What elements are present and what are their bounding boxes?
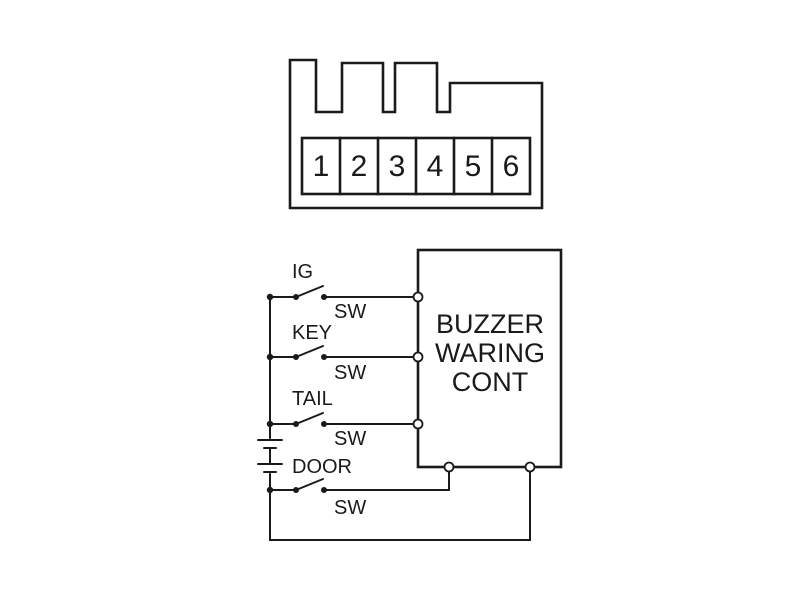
switch-contact — [293, 354, 299, 360]
tail-switch — [266, 412, 424, 430]
junction-node — [266, 420, 274, 428]
connector-pin-3: 3 — [389, 150, 406, 183]
switch-contact — [293, 487, 299, 493]
key-switch-suffix: SW — [334, 362, 366, 384]
junction-node — [266, 486, 274, 494]
junction-node — [266, 293, 274, 301]
switch-contact — [321, 294, 327, 300]
door-switch — [266, 461, 455, 494]
ig-switch — [266, 285, 424, 303]
connector-pin-1: 1 — [313, 150, 330, 183]
ig-switch-label: IG — [292, 261, 313, 283]
switch-contact — [321, 487, 327, 493]
junction-node — [266, 353, 274, 361]
controller-label-line-2: WARING — [435, 338, 545, 368]
switch-contact — [321, 354, 327, 360]
key-switch-label: KEY — [292, 322, 332, 344]
controller-terminal — [412, 291, 424, 303]
door-switch-label: DOOR — [292, 456, 352, 478]
connector-pin-4: 4 — [427, 150, 444, 183]
tail-switch-suffix: SW — [334, 428, 366, 450]
controller-terminal — [412, 418, 424, 430]
switch-contact — [293, 421, 299, 427]
switch-labels: IG SW KEY SW TAIL SW DOOR SW — [292, 261, 366, 519]
controller-label-line-1: BUZZER — [436, 309, 544, 339]
connector-pin-6: 6 — [503, 150, 520, 183]
ig-switch-suffix: SW — [334, 301, 366, 323]
battery-symbol — [257, 439, 283, 473]
switch-contact — [293, 294, 299, 300]
door-switch-suffix: SW — [334, 497, 366, 519]
connector-housing — [288, 58, 544, 210]
controller-terminal — [524, 461, 536, 473]
wiring — [257, 285, 536, 541]
controller-label-line-3: CONT — [452, 367, 529, 397]
switch-contact — [321, 421, 327, 427]
connector-pin-5: 5 — [465, 150, 482, 183]
key-switch — [266, 345, 424, 363]
controller-terminal — [412, 351, 424, 363]
connector: 1 2 3 4 5 6 — [288, 58, 544, 210]
connector-pin-2: 2 — [351, 150, 368, 183]
tail-switch-label: TAIL — [292, 388, 333, 410]
controller-terminal — [443, 461, 455, 473]
buzzer-warning-controller: BUZZER WARING CONT — [416, 248, 563, 469]
connector-pin-dividers — [338, 136, 494, 196]
